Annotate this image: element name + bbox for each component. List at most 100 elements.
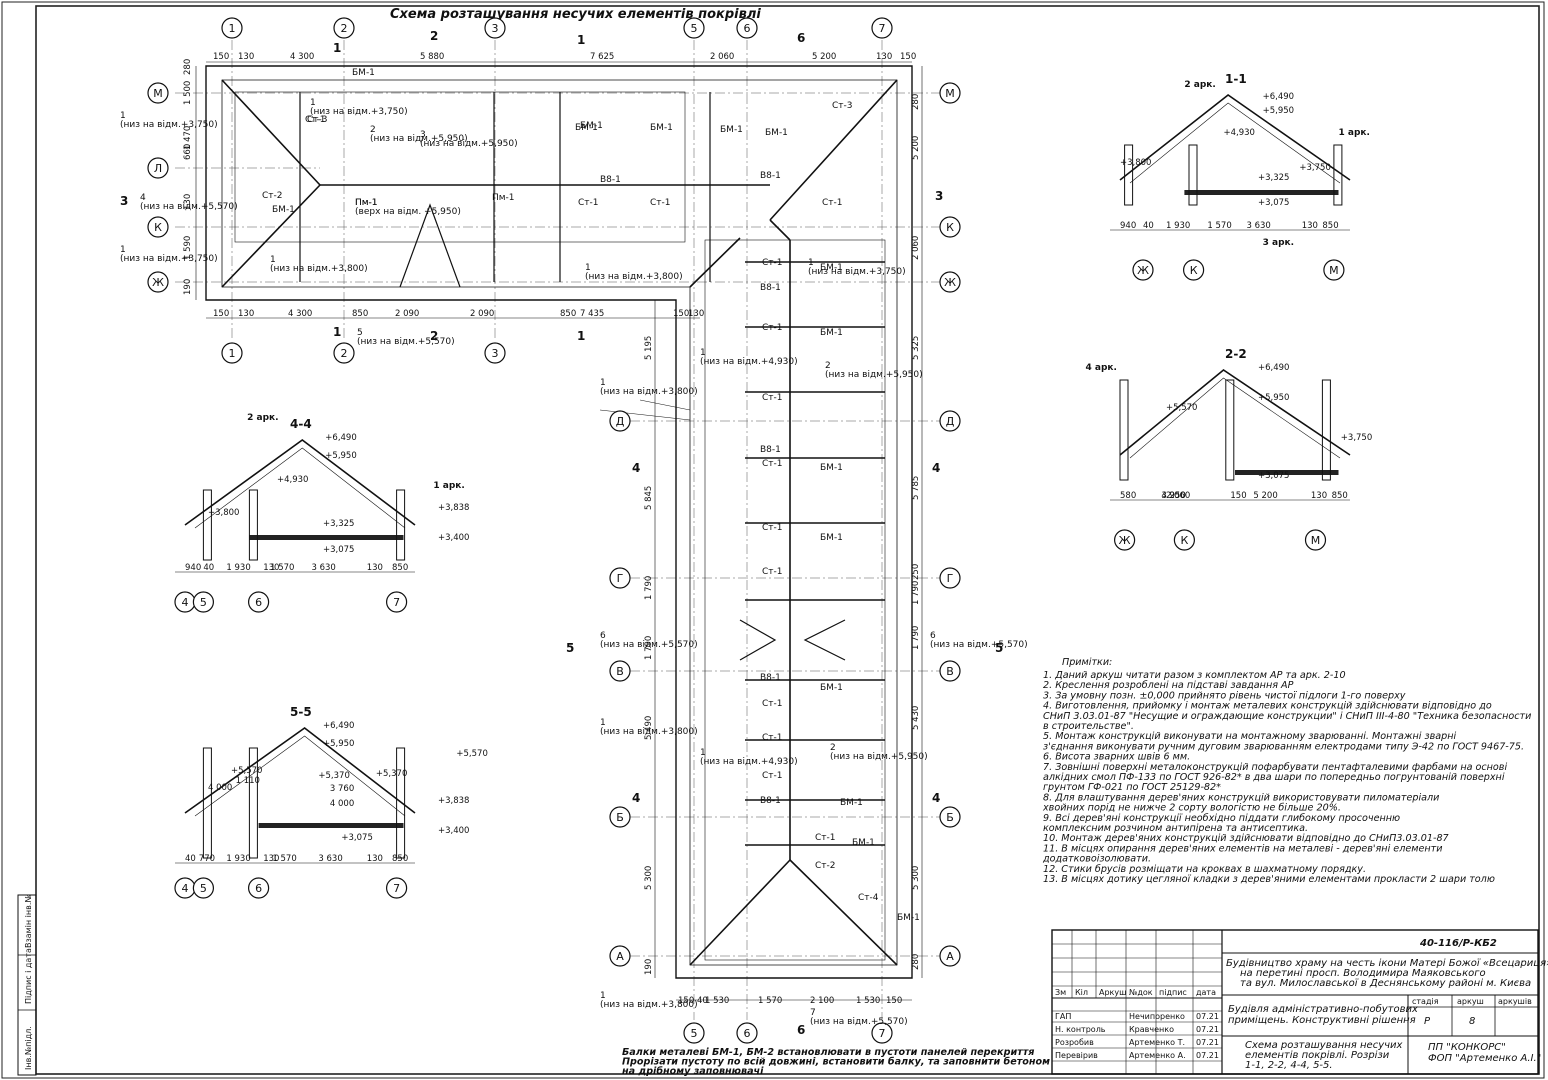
svg-text:1: 1 <box>333 325 341 339</box>
dim-top: 7 625 <box>590 52 614 62</box>
note-line: хвойних порід не нижче 2 сорту вологістю… <box>1042 802 1341 814</box>
axis-mid-3: 3 <box>484 342 506 364</box>
svg-text:5: 5 <box>691 22 698 35</box>
plan-label: Ст-1 <box>762 771 783 781</box>
plan-label: (низ на відм.+5,570) <box>600 640 698 650</box>
level-mark: +3,075 <box>1258 198 1289 208</box>
dim-left-plan: 1 590 <box>183 236 193 260</box>
note-line: 5. Монтаж конструкцій виконувати на монт… <box>1043 730 1456 742</box>
tb-col-header: підпис <box>1159 988 1187 997</box>
section-dim: 3 630 <box>318 854 342 864</box>
plan-label: Ст-4 <box>858 893 879 903</box>
detail-callout: 3 арк. <box>1263 238 1294 248</box>
section-axis-Ж: Ж <box>1113 529 1136 551</box>
stage-value: 8 <box>1469 1016 1475 1027</box>
dim-right-wing: 250 <box>911 564 921 580</box>
svg-text:А: А <box>616 950 624 963</box>
building-name: Будівля адміністративно-побутових <box>1228 1003 1418 1015</box>
note-line: додатковоізолювати. <box>1042 853 1151 865</box>
dim-bottom: 1 530 <box>705 996 729 1006</box>
level-mark: +5,950 <box>1263 106 1294 116</box>
sheet-name: елементів покрівлі. Розрізи <box>1245 1049 1390 1061</box>
plan-label: Ст-1 <box>815 833 836 843</box>
section-axis-6: 6 <box>248 877 270 899</box>
svg-text:6: 6 <box>255 882 262 895</box>
axis-top-2: 2 <box>333 17 355 39</box>
level-mark: +3,075 <box>1258 471 1289 481</box>
plan-label: Ст-3 <box>307 115 328 125</box>
detail-callout: 2 арк. <box>247 413 278 423</box>
svg-text:6: 6 <box>744 1027 751 1040</box>
svg-text:6: 6 <box>797 1023 805 1037</box>
dim-left-wing: 1 790 <box>644 576 654 600</box>
section-dim: 40 <box>203 563 214 573</box>
plan-label: В8-1 <box>760 445 781 455</box>
axis-right-Г: Г <box>939 567 961 589</box>
plan-label: Ст-1 <box>762 393 783 403</box>
dim-left-wing: 1 790 <box>644 636 654 660</box>
plan-label: (низ на відм.+3,800) <box>600 387 698 397</box>
note-line: комплексним розчином антипірена та антис… <box>1043 822 1308 834</box>
tb-date: 07.21 <box>1196 1025 1219 1034</box>
project-name: та вул. Милославської в Деснянському рай… <box>1240 977 1531 989</box>
plan-label: Ст-1 <box>762 699 783 709</box>
plan-label: 1 <box>120 111 126 121</box>
level-mark: +3,800 <box>1120 158 1151 168</box>
plan-label: 7 <box>810 1008 816 1018</box>
plan-label: (низ на відм.+3,800) <box>585 272 683 282</box>
section-dim: 850 <box>1322 221 1338 231</box>
section-dim: 2 060 <box>1166 491 1190 501</box>
svg-text:3: 3 <box>492 347 499 360</box>
section-axis-Ж: Ж <box>1132 259 1154 281</box>
tb-name: Кравченко <box>1129 1025 1174 1034</box>
section-5-5: 5-5+6,490+5,950+5,570+5,570+5,370+5,370+… <box>174 705 488 899</box>
dim-mid: 7 435 <box>580 309 604 319</box>
plan-label: БМ-1 <box>650 123 673 133</box>
tb-role: ГАП <box>1055 1012 1071 1021</box>
svg-text:Г: Г <box>947 572 954 585</box>
plan-label: Ст-1 <box>762 733 783 743</box>
plan-label: 3 <box>420 130 426 140</box>
section-title: 5-5 <box>290 705 312 719</box>
note-line: 1. Даний аркуш читати разом з комплектом… <box>1043 670 1346 681</box>
dim-right-wing: 1 790 <box>911 581 921 605</box>
side-stamp-label: Підпис і дата <box>24 948 33 1004</box>
section-dim: 150 <box>1230 491 1246 501</box>
plan-label: (низ на відм.+5,570) <box>357 337 455 347</box>
svg-text:Ж: Ж <box>944 276 956 289</box>
axis-right-Ж: Ж <box>939 271 961 293</box>
section-dim: 3 950 <box>1161 491 1185 501</box>
level-mark: +5,570 <box>231 766 262 776</box>
axis-right-Д: Д <box>939 410 961 432</box>
section-dim: 1 570 <box>270 563 294 573</box>
dim-right-wing: 5 430 <box>911 706 921 730</box>
company-name: ПП "КОНКОРС" <box>1428 1042 1506 1053</box>
axis-top-3: 3 <box>484 17 506 39</box>
plan-label: БМ-1 <box>575 123 598 133</box>
inner-frame <box>35 5 1540 1075</box>
axis-top-1: 1 <box>221 17 243 39</box>
axis-right-К: К <box>939 216 961 238</box>
plan-label: 1 <box>700 748 706 758</box>
dim-right-plan: 280 <box>911 94 921 110</box>
svg-text:7: 7 <box>879 22 886 35</box>
plan-label: (низ на відм.+3,750) <box>808 267 906 277</box>
svg-text:7: 7 <box>393 882 400 895</box>
dim-left-wing: 5 195 <box>644 336 654 360</box>
dim-bottom: 1 570 <box>758 996 782 1006</box>
tb-date: 07.21 <box>1196 1012 1219 1021</box>
bottom-note-line: Балки металеві БМ-1, БМ-2 встановлювати … <box>622 1047 1034 1058</box>
level-mark: +3,325 <box>323 519 354 529</box>
plan-label: 2 <box>830 743 836 753</box>
svg-text:Г: Г <box>617 572 624 585</box>
section-dim: 130 <box>263 563 279 573</box>
plan-label: Ст-2 <box>262 191 283 201</box>
plan-label: (низ на відм.+4,930) <box>700 357 798 367</box>
svg-text:М: М <box>945 87 955 100</box>
plan-label: 5 <box>357 328 363 338</box>
